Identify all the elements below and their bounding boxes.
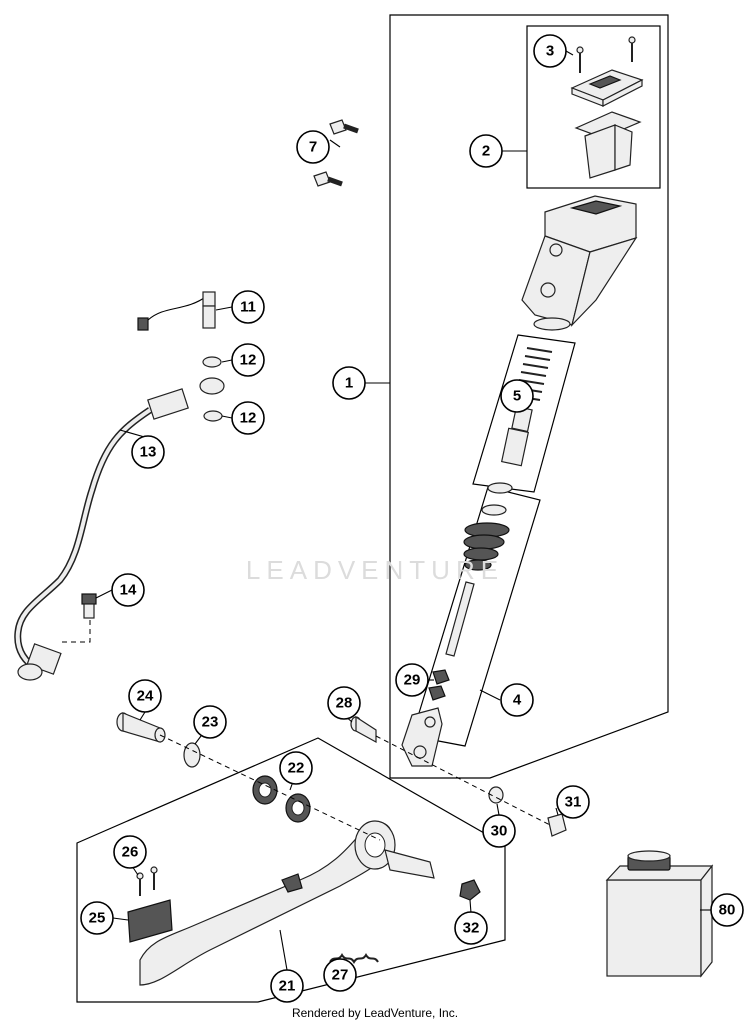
callout-21: 21: [270, 969, 304, 1003]
bushings: [252, 775, 311, 823]
master-cylinder-assembly-frame: [389, 14, 669, 779]
leader-line-14: [58, 620, 91, 643]
svg-text:25: 25: [89, 910, 106, 927]
pedal-pivot-bolt: [116, 712, 166, 743]
svg-text:5: 5: [513, 388, 521, 405]
pedal-tip: [127, 866, 173, 943]
washer-23: [183, 742, 201, 768]
callout-12-upper: 12: [231, 343, 265, 377]
pushrod-kit-frame: [411, 486, 541, 747]
banjo-bolt: [81, 593, 97, 619]
callout-14: 14: [111, 573, 145, 607]
callout-26: 26: [113, 835, 147, 869]
svg-text:27: 27: [332, 967, 349, 984]
svg-text:30: 30: [491, 823, 508, 840]
brake-pedal: [139, 820, 435, 986]
callout-28: 28: [327, 686, 361, 720]
reservoir-cap: [570, 36, 644, 107]
svg-text:12: 12: [240, 410, 257, 427]
master-cylinder-body: [521, 195, 638, 331]
alignment-line-pedal: [159, 734, 381, 841]
callout-4: 4: [500, 683, 534, 717]
svg-text:4: 4: [513, 692, 522, 709]
callout-25: 25: [80, 901, 114, 935]
svg-text:24: 24: [137, 688, 154, 705]
svg-text:13: 13: [140, 444, 157, 461]
pushrod: [445, 581, 475, 657]
watermark: LEADVENTURE: [245, 555, 505, 585]
callout-24: 24: [128, 679, 162, 713]
callout-80: 80: [710, 893, 744, 927]
brake-light-switch: [137, 291, 216, 331]
svg-text:3: 3: [546, 43, 554, 60]
callout-5: 5: [500, 379, 534, 413]
callout-7: 7: [296, 130, 330, 164]
clevis: [401, 707, 443, 767]
callout-22: 22: [279, 751, 313, 785]
callout-29: 29: [395, 663, 429, 697]
clevis-bolt: [350, 715, 377, 744]
piston-kit-frame: [472, 334, 576, 493]
svg-text:32: 32: [463, 920, 480, 937]
lock-nuts: [428, 669, 450, 701]
svg-text:7: 7: [309, 139, 317, 156]
leader-lines: [95, 50, 712, 976]
svg-text:14: 14: [120, 582, 137, 599]
callout-3: 3: [533, 34, 567, 68]
svg-text:80: 80: [719, 902, 736, 919]
svg-text:29: 29: [404, 672, 421, 689]
callout-13: 13: [131, 435, 165, 469]
svg-text:12: 12: [240, 352, 257, 369]
nut-32: [459, 879, 481, 901]
svg-text:21: 21: [279, 978, 296, 995]
return-spring: [329, 952, 379, 965]
footer-credit: Rendered by LeadVenture, Inc.: [291, 1006, 459, 1020]
callout-31: 31: [556, 785, 590, 819]
svg-text:26: 26: [122, 844, 139, 861]
rubber-boot: [463, 522, 510, 571]
svg-text:31: 31: [565, 794, 582, 811]
screws: [313, 119, 359, 187]
svg-text:2: 2: [482, 143, 490, 160]
svg-text:28: 28: [336, 695, 353, 712]
callout-11: 11: [231, 290, 265, 324]
alignment-line-clevis: [375, 735, 551, 826]
callout-1: 1: [332, 366, 366, 400]
split-pin: [547, 813, 567, 837]
svg-text:11: 11: [240, 299, 256, 316]
callout-27: 27: [323, 958, 357, 992]
callout-23: 23: [193, 705, 227, 739]
brake-line: [14, 377, 225, 681]
sealing-washers: [202, 356, 223, 422]
callout-30: 30: [482, 814, 516, 848]
brake-fluid-bottle: [605, 850, 714, 978]
svg-text:1: 1: [345, 375, 353, 392]
svg-text:22: 22: [288, 760, 305, 777]
reservoir-diaphragm: [574, 111, 642, 179]
reservoir-subassembly-frame: [526, 25, 661, 189]
piston-seals: [481, 482, 513, 516]
piston: [500, 405, 533, 467]
callout-32: 32: [454, 911, 488, 945]
svg-text:23: 23: [202, 714, 219, 731]
callout-12-lower: 12: [231, 401, 265, 435]
callout-2: 2: [469, 134, 503, 168]
brake-pedal-frame: [76, 737, 506, 1003]
